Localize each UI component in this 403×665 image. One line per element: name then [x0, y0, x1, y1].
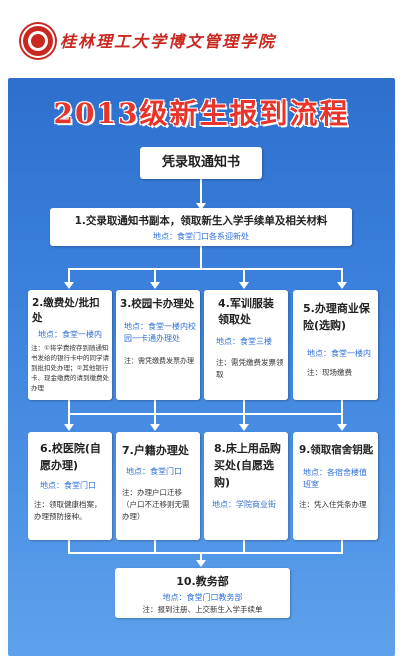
connector-line [243, 268, 245, 284]
step-1-location: 地点：食堂门口各系迎新处 [153, 232, 249, 241]
school-logo-icon [21, 24, 55, 58]
page-title: 2013级新生报到流程 [53, 97, 350, 130]
step-2-title: 2.缴费处/批扣处 [32, 297, 100, 324]
step-3-title: 3.校园卡办理处 [120, 298, 195, 310]
arrow-icon [196, 203, 206, 210]
connector-line [243, 400, 245, 414]
step-6-title: 6.校医院(自愿办理) [40, 442, 101, 472]
connector-line [200, 246, 202, 268]
step-box-4: 4.军训服装领取处 地点：食堂三楼 注：需凭缴费发票领取 [204, 290, 288, 400]
arrow-icon [64, 282, 74, 289]
arrow-icon [64, 424, 74, 431]
connector-line [68, 413, 70, 427]
connector-line [154, 540, 156, 552]
step-box-8: 8.床上用品购买处(自愿选购) 地点：学院商业街 [204, 432, 288, 540]
step-2-note: 注：①将学费按存到随通知书发给的银行卡中的同学请到批扣处办理；②其他银行卡、现金… [31, 344, 109, 392]
step-box-1: 1.交录取通知书副本，领取新生入学手续单及相关材料 地点：食堂门口各系迎新处 [50, 208, 352, 246]
step-1-title: 1.交录取通知书副本，领取新生入学手续单及相关材料 [74, 215, 328, 227]
step-6-location: 地点：食堂门口 [40, 481, 96, 490]
connector-line [200, 178, 202, 208]
connector-line [341, 540, 343, 552]
step-5-note: 注：现场缴费 [307, 368, 352, 377]
step-8-location: 地点：学院商业街 [212, 500, 276, 509]
step-10-title: 10.教务部 [176, 575, 229, 588]
connector-line [154, 268, 156, 284]
connector-line [341, 413, 343, 427]
arrow-icon [150, 282, 160, 289]
connector-line [341, 268, 343, 284]
connector-line [68, 552, 343, 554]
step-9-note: 注：凭入住凭条办理 [299, 500, 367, 509]
step-box-2: 2.缴费处/批扣处 地点：食堂一楼内 注：①将学费按存到随通知书发给的银行卡中的… [28, 290, 112, 400]
connector-line [68, 413, 343, 415]
arrow-icon [337, 424, 347, 431]
step-4-title: 4.军训服装领取处 [218, 297, 274, 326]
header: 桂林理工大学博文管理学院 [0, 0, 403, 78]
start-box: 凭录取通知书 [140, 147, 262, 179]
connector-line [154, 400, 156, 414]
step-9-location: 地点：各宿舍楼值班室 [303, 468, 367, 489]
connector-line [68, 268, 343, 270]
arrow-icon [337, 282, 347, 289]
connector-line [68, 540, 70, 552]
step-6-note: 注：领取健康档案，办理预防接种。 [34, 500, 102, 521]
school-name: 桂林理工大学博文管理学院 [60, 32, 277, 51]
step-box-5: 5.办理商业保险(选购) 地点：食堂一楼内 注：现场缴费 [293, 290, 378, 400]
step-9-title: 9.领取宿舍钥匙 [299, 444, 374, 456]
step-3-location: 地点：食堂一楼内校园一卡通办理处 [124, 322, 196, 343]
step-7-location: 地点：食堂门口 [126, 467, 182, 476]
step-box-10: 10.教务部 地点：食堂门口教务部 注：报到注册、上交新生入学手续单 [115, 568, 290, 618]
connector-line [154, 413, 156, 427]
connector-line [68, 400, 70, 414]
step-7-title: 7.户籍办理处 [122, 444, 189, 457]
connector-line [68, 268, 70, 284]
connector-line [341, 400, 343, 414]
step-box-6: 6.校医院(自愿办理) 地点：食堂门口 注：领取健康档案，办理预防接种。 [28, 432, 112, 540]
step-8-title: 8.床上用品购买处(自愿选购) [214, 442, 281, 489]
connector-line [243, 540, 245, 552]
step-10-location: 地点：食堂门口教务部 [162, 593, 243, 602]
step-box-9: 9.领取宿舍钥匙 地点：各宿舍楼值班室 注：凭入住凭条办理 [293, 432, 378, 540]
connector-line [243, 413, 245, 427]
step-5-location: 地点：食堂一楼内 [307, 349, 371, 358]
arrow-icon [239, 424, 249, 431]
step-2-location: 地点：食堂一楼内 [38, 330, 102, 339]
arrow-icon [150, 424, 160, 431]
start-box-title: 凭录取通知书 [161, 155, 240, 170]
step-10-note: 注：报到注册、上交新生入学手续单 [142, 605, 263, 614]
step-box-3: 3.校园卡办理处 地点：食堂一楼内校园一卡通办理处 注：需凭缴费发票办理 [116, 290, 200, 400]
step-box-7: 7.户籍办理处 地点：食堂门口 注：办理户口迁移（户口不迁移则无需办理） [116, 432, 200, 540]
step-7-note: 注：办理户口迁移（户口不迁移则无需办理） [122, 488, 190, 521]
arrow-icon [239, 282, 249, 289]
step-3-note: 注：需凭缴费发票办理 [124, 357, 194, 365]
step-4-note: 注：需凭缴费发票领取 [216, 358, 284, 379]
arrow-icon [196, 560, 206, 567]
connector-line [200, 552, 202, 562]
step-5-title: 5.办理商业保险(选购) [303, 302, 370, 332]
step-4-location: 地点：食堂三楼 [216, 337, 272, 346]
